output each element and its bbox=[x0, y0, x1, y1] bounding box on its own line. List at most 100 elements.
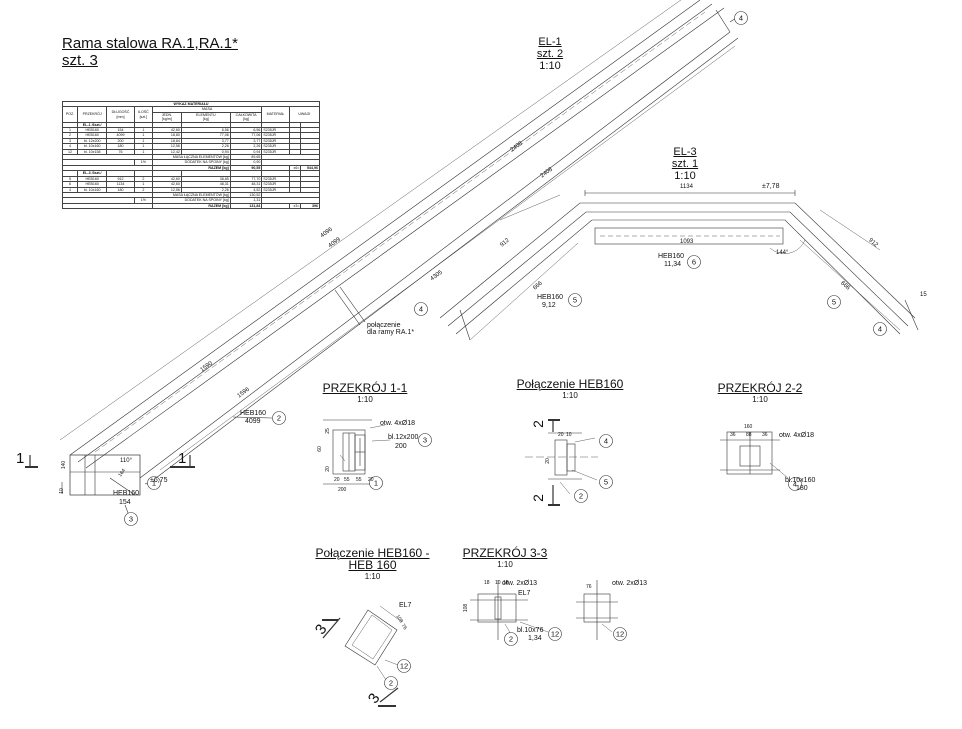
bom-cell: 1134 bbox=[106, 181, 135, 188]
callout-number: 3 bbox=[129, 515, 133, 524]
conheb2-drawing bbox=[322, 605, 403, 707]
bom-weld-label: DODATEK NA SPOINY [kg] bbox=[151, 197, 231, 204]
sec11-title: PRZEKRÓJ 1-1 1:10 bbox=[310, 382, 420, 406]
callout-circle bbox=[384, 676, 398, 690]
callout-circle bbox=[504, 632, 518, 646]
sec22-dim-1: 36 bbox=[730, 432, 736, 438]
el1-prof2: HEB160 bbox=[240, 410, 267, 417]
bom-cell: S235JR bbox=[261, 143, 290, 150]
sec11-drawing bbox=[323, 419, 391, 485]
conheb-section-bottom: 2 bbox=[529, 494, 546, 502]
callout-circle bbox=[788, 477, 802, 491]
bom-cell: S235JR bbox=[261, 137, 290, 145]
bom-sum-row: MASA ŁĄCZNA ELEMENTÓW [kg]89,65 bbox=[62, 154, 320, 161]
sec22-dim-3: 36 bbox=[762, 432, 768, 438]
el1-angle: 110° bbox=[120, 458, 132, 464]
el1-dim-0: 4096 bbox=[319, 226, 334, 240]
el1-len2: 4099 bbox=[245, 418, 261, 425]
conheb2-dim-0: 108 bbox=[394, 613, 405, 625]
sec11-holes: otw. 4xØ18 bbox=[380, 420, 416, 427]
sec22-dim-2: 88 bbox=[746, 432, 752, 438]
callout-number: 12 bbox=[400, 662, 408, 671]
callout-number: 12 bbox=[616, 630, 624, 639]
sec11-dim-5: 55 bbox=[356, 477, 362, 483]
callout-circle bbox=[548, 627, 562, 641]
el1-prof1: HEB160 bbox=[113, 490, 140, 497]
sec33-dim-2: 18 bbox=[503, 580, 509, 586]
callout-number: 5 bbox=[832, 298, 836, 307]
callout-circle bbox=[574, 489, 588, 503]
el1-name: EL-1 bbox=[538, 36, 562, 48]
bom-cell: S235JR bbox=[261, 132, 290, 139]
bom-total-label: RAZEM [kg] bbox=[151, 202, 231, 210]
bom-cell: 76 bbox=[106, 148, 135, 156]
bom-cell: 1 bbox=[133, 143, 153, 150]
conheb2-section-bottom: 3 bbox=[364, 690, 384, 707]
el1-note-2: dla ramy RA.1* bbox=[367, 329, 415, 336]
el3-qty: szt. 1 bbox=[671, 158, 699, 170]
sec11-dim-2: 25 bbox=[324, 428, 331, 434]
bom-cell: 4099 bbox=[106, 132, 135, 139]
el1-rafter bbox=[25, 0, 739, 519]
callout-circle bbox=[568, 293, 582, 307]
sec33-holes: otw. 2xØ13 bbox=[502, 580, 538, 587]
callout-circle bbox=[687, 255, 701, 269]
el1-dim-small-2: 164 bbox=[117, 467, 128, 479]
bom-weld-pct: 1% bbox=[133, 159, 153, 166]
conheb2-el: EL7 bbox=[399, 602, 412, 609]
bom-cell: 154 bbox=[106, 126, 135, 134]
callout-number: 1 bbox=[374, 479, 378, 488]
el3-dim-inner: 1093 bbox=[680, 239, 694, 245]
sec11-dim-0: 200 bbox=[338, 487, 347, 493]
sec22-scale: 1:10 bbox=[752, 395, 768, 404]
bom-weld-pct: 1% bbox=[133, 197, 153, 204]
callout-number: 4 bbox=[878, 325, 882, 334]
el3-prof6: HEB160 bbox=[658, 253, 685, 260]
bom-cell: 2 bbox=[133, 175, 153, 183]
sec22-plate-len: 180 bbox=[796, 485, 808, 492]
sec11-dim-7: 20 bbox=[368, 477, 374, 483]
sec33-dim-1: 10 bbox=[495, 580, 501, 586]
bom-total-mult: x3= bbox=[288, 202, 302, 210]
callout-number: 4 bbox=[419, 305, 423, 314]
sec11-plate-len: 200 bbox=[395, 443, 407, 450]
el3-len6: 11,34 bbox=[664, 261, 681, 268]
conheb-dim-0: 20 bbox=[558, 432, 564, 438]
sec33-dim-3: 108 bbox=[463, 603, 470, 613]
callout-number: 5 bbox=[573, 296, 577, 305]
el3-dim-3: 666 bbox=[839, 280, 851, 292]
callout-circle bbox=[599, 434, 613, 448]
callout-number: 4 bbox=[739, 14, 743, 23]
sec22-holes: otw. 4xØ18 bbox=[779, 432, 815, 439]
sec11-scale: 1:10 bbox=[357, 395, 373, 404]
conheb2-dim-1: 76 bbox=[399, 623, 408, 631]
callout-number: 1 bbox=[152, 479, 156, 488]
sec33-plate-len: 1,34 bbox=[528, 635, 542, 642]
sec11-dim-1: 60 bbox=[316, 446, 323, 452]
el3-level: ±7,78 bbox=[762, 183, 780, 190]
el1-level: ±6,75 bbox=[150, 477, 168, 484]
callout-circle bbox=[272, 411, 286, 425]
bom-cell: S235JR bbox=[261, 126, 290, 134]
conheb2-scale: 1:10 bbox=[364, 572, 381, 581]
el1-scale: 1:10 bbox=[539, 60, 561, 72]
bom-cell: S235JR bbox=[261, 181, 290, 188]
el1-dim-4: 1590 bbox=[199, 360, 214, 374]
conheb2-title-line2: HEB 160 bbox=[348, 558, 397, 572]
el1-dim-2: 2408 bbox=[509, 140, 524, 154]
sec33-scale: 1:10 bbox=[497, 560, 513, 569]
main-title-line1: Rama stalowa RA.1,RA.1* bbox=[62, 35, 238, 52]
el1-dim-3: 2408 bbox=[539, 166, 554, 180]
el1-section-left: 1 bbox=[16, 450, 25, 467]
bom-table: WYKAZ MATERIAŁU POZ. PRZEKRÓJ DŁUGOŚĆ[mm… bbox=[61, 100, 321, 210]
conheb-drawing bbox=[525, 419, 598, 506]
callout-circle bbox=[397, 659, 411, 673]
callout-circle bbox=[369, 476, 383, 490]
bom-total-mult: x6= bbox=[288, 164, 302, 172]
main-title-line2: szt. 3 bbox=[62, 52, 98, 69]
bom-cell: 180 bbox=[106, 186, 135, 193]
